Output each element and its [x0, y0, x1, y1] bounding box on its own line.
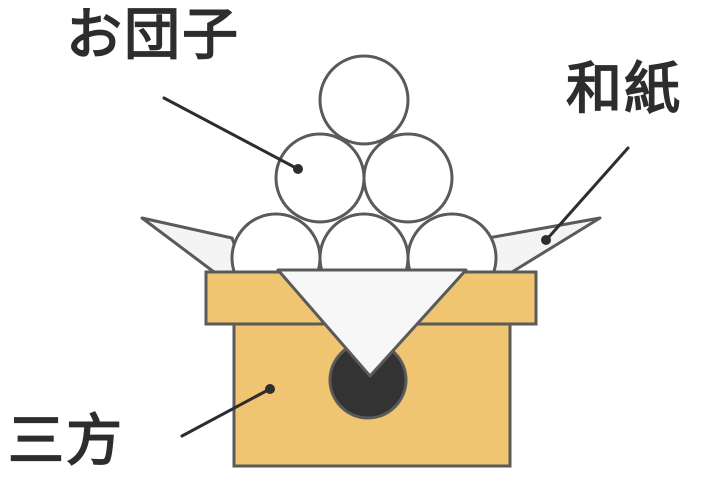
- washi-paper-left-wing: [140, 216, 246, 274]
- dango-leader-dot: [293, 164, 303, 174]
- label-sanbo-stand: 三方: [8, 409, 124, 474]
- washi-leader-dot: [541, 235, 551, 245]
- dango-middle-right: [362, 132, 454, 224]
- sanbo-leader-dot: [265, 384, 275, 394]
- washi-paper-front: [276, 268, 468, 378]
- dango-middle-left: [274, 132, 366, 224]
- washi-leader-line: [546, 146, 630, 240]
- label-dango: お団子: [66, 3, 240, 68]
- dango-top: [318, 54, 410, 146]
- dango-leader-line: [162, 96, 298, 170]
- label-washi-paper: 和紙: [566, 57, 682, 122]
- sanbo-leader-line: [180, 388, 270, 438]
